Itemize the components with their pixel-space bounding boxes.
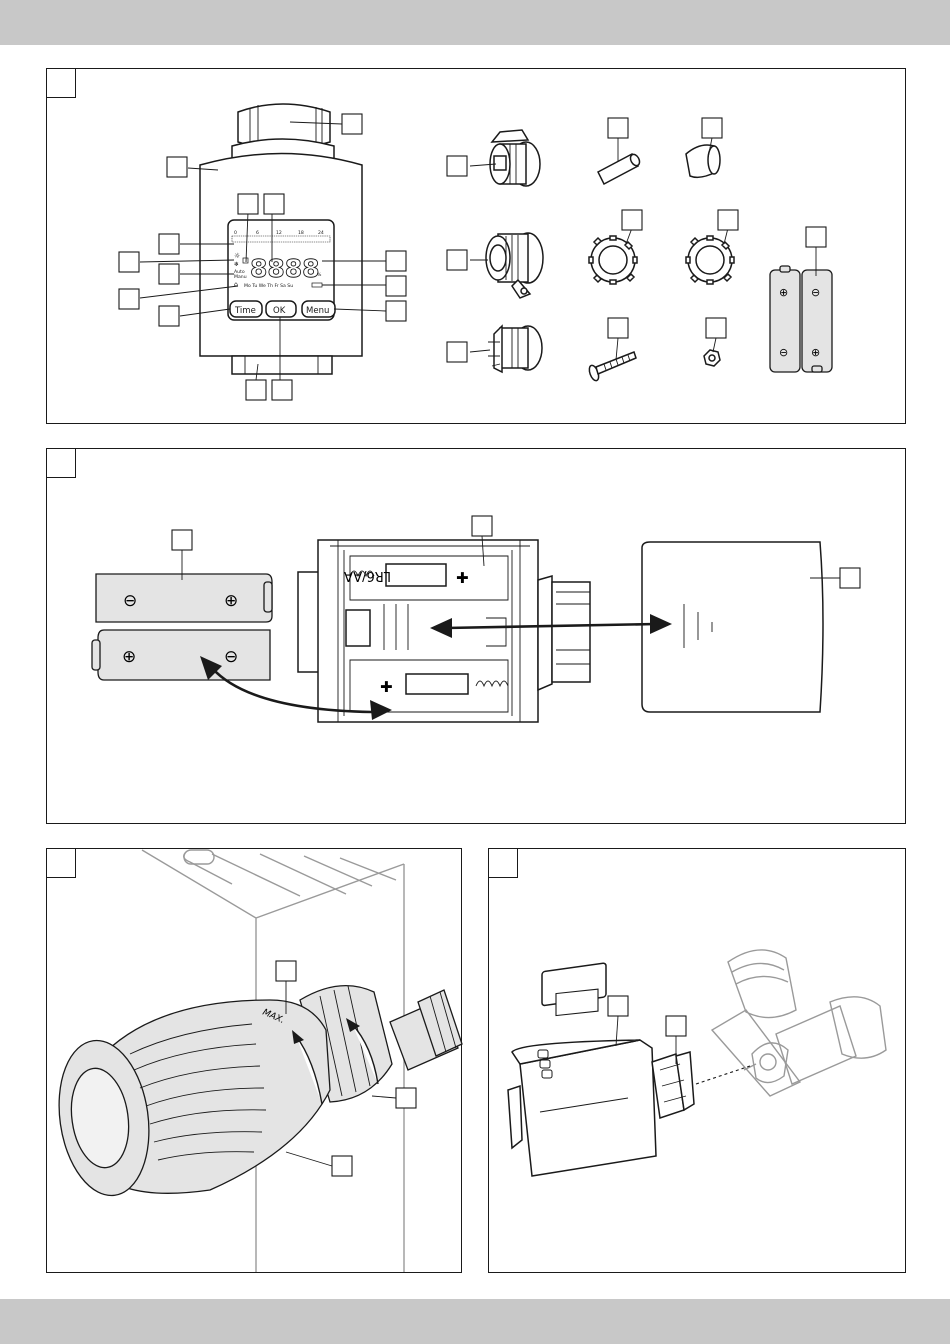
lcd-manu: Manu — [234, 274, 247, 280]
slot-plus-bottom: ✚ — [380, 678, 393, 696]
ok-button-label: OK — [273, 306, 286, 316]
lr6-aa-label: LR6/AA — [344, 568, 391, 583]
loose-batteries: ⊖ ⊕ ⊕ ⊖ — [92, 530, 272, 680]
battery-upright-minus-1: ⊖ — [779, 346, 788, 359]
battery-1-plus: ⊕ — [224, 591, 238, 611]
support-ring-1 — [589, 210, 642, 284]
battery-upright-plus-1: ⊕ — [779, 286, 788, 299]
lcd-scale-24: 24 — [318, 230, 324, 236]
snowflake-icon: ❄ — [234, 261, 239, 268]
valve-pipe — [390, 990, 462, 1070]
lcd-scale-12: 12 — [276, 230, 282, 236]
lcd-digits: 8888 — [250, 254, 320, 283]
lock-icon: ⌂ — [234, 281, 238, 288]
lcd-scale-18: 18 — [298, 230, 304, 236]
valve-adapter-3 — [447, 326, 542, 372]
battery-2-plus: ⊕ — [122, 647, 136, 667]
screw — [588, 318, 636, 382]
battery-cover — [642, 542, 860, 712]
thermostat-front-view: 0 6 12 18 24 ☼ ❄ 8888 Auto Manu % ⌂ Mo T… — [200, 104, 362, 374]
nut — [704, 318, 726, 366]
thermostat-knob-angled: MAX. — [50, 961, 416, 1201]
thermostat-mounted-preview — [508, 963, 750, 1176]
lcd-days: Mo Tu We Th Fr Sa Su — [244, 283, 293, 289]
adapter-cap — [686, 118, 722, 177]
menu-button-label: Menu — [306, 306, 329, 316]
battery-1-minus: ⊖ — [123, 591, 137, 611]
sun-icon: ☼ — [234, 252, 240, 260]
lcd-scale-6: 6 — [256, 230, 259, 236]
batteries-upright: ⊕ ⊖ ⊖ ⊕ — [770, 227, 832, 372]
adapter-pin — [598, 118, 641, 184]
valve-adapter-1 — [447, 130, 540, 186]
valve-body — [712, 950, 886, 1096]
battery-upright-minus-2: ⊖ — [811, 286, 820, 299]
lcd-percent: % — [317, 272, 322, 278]
thermostat-battery-compartment: LR6/AA ✚ ✚ — [298, 516, 590, 722]
valve-adapter-2 — [447, 233, 543, 298]
slot-plus-top: ✚ — [456, 569, 469, 587]
battery-2-minus: ⊖ — [224, 647, 238, 667]
lcd-scale-0: 0 — [234, 230, 237, 236]
time-button-label: Time — [234, 306, 256, 316]
support-ring-2 — [686, 210, 738, 284]
battery-upright-plus-2: ⊕ — [811, 346, 820, 359]
